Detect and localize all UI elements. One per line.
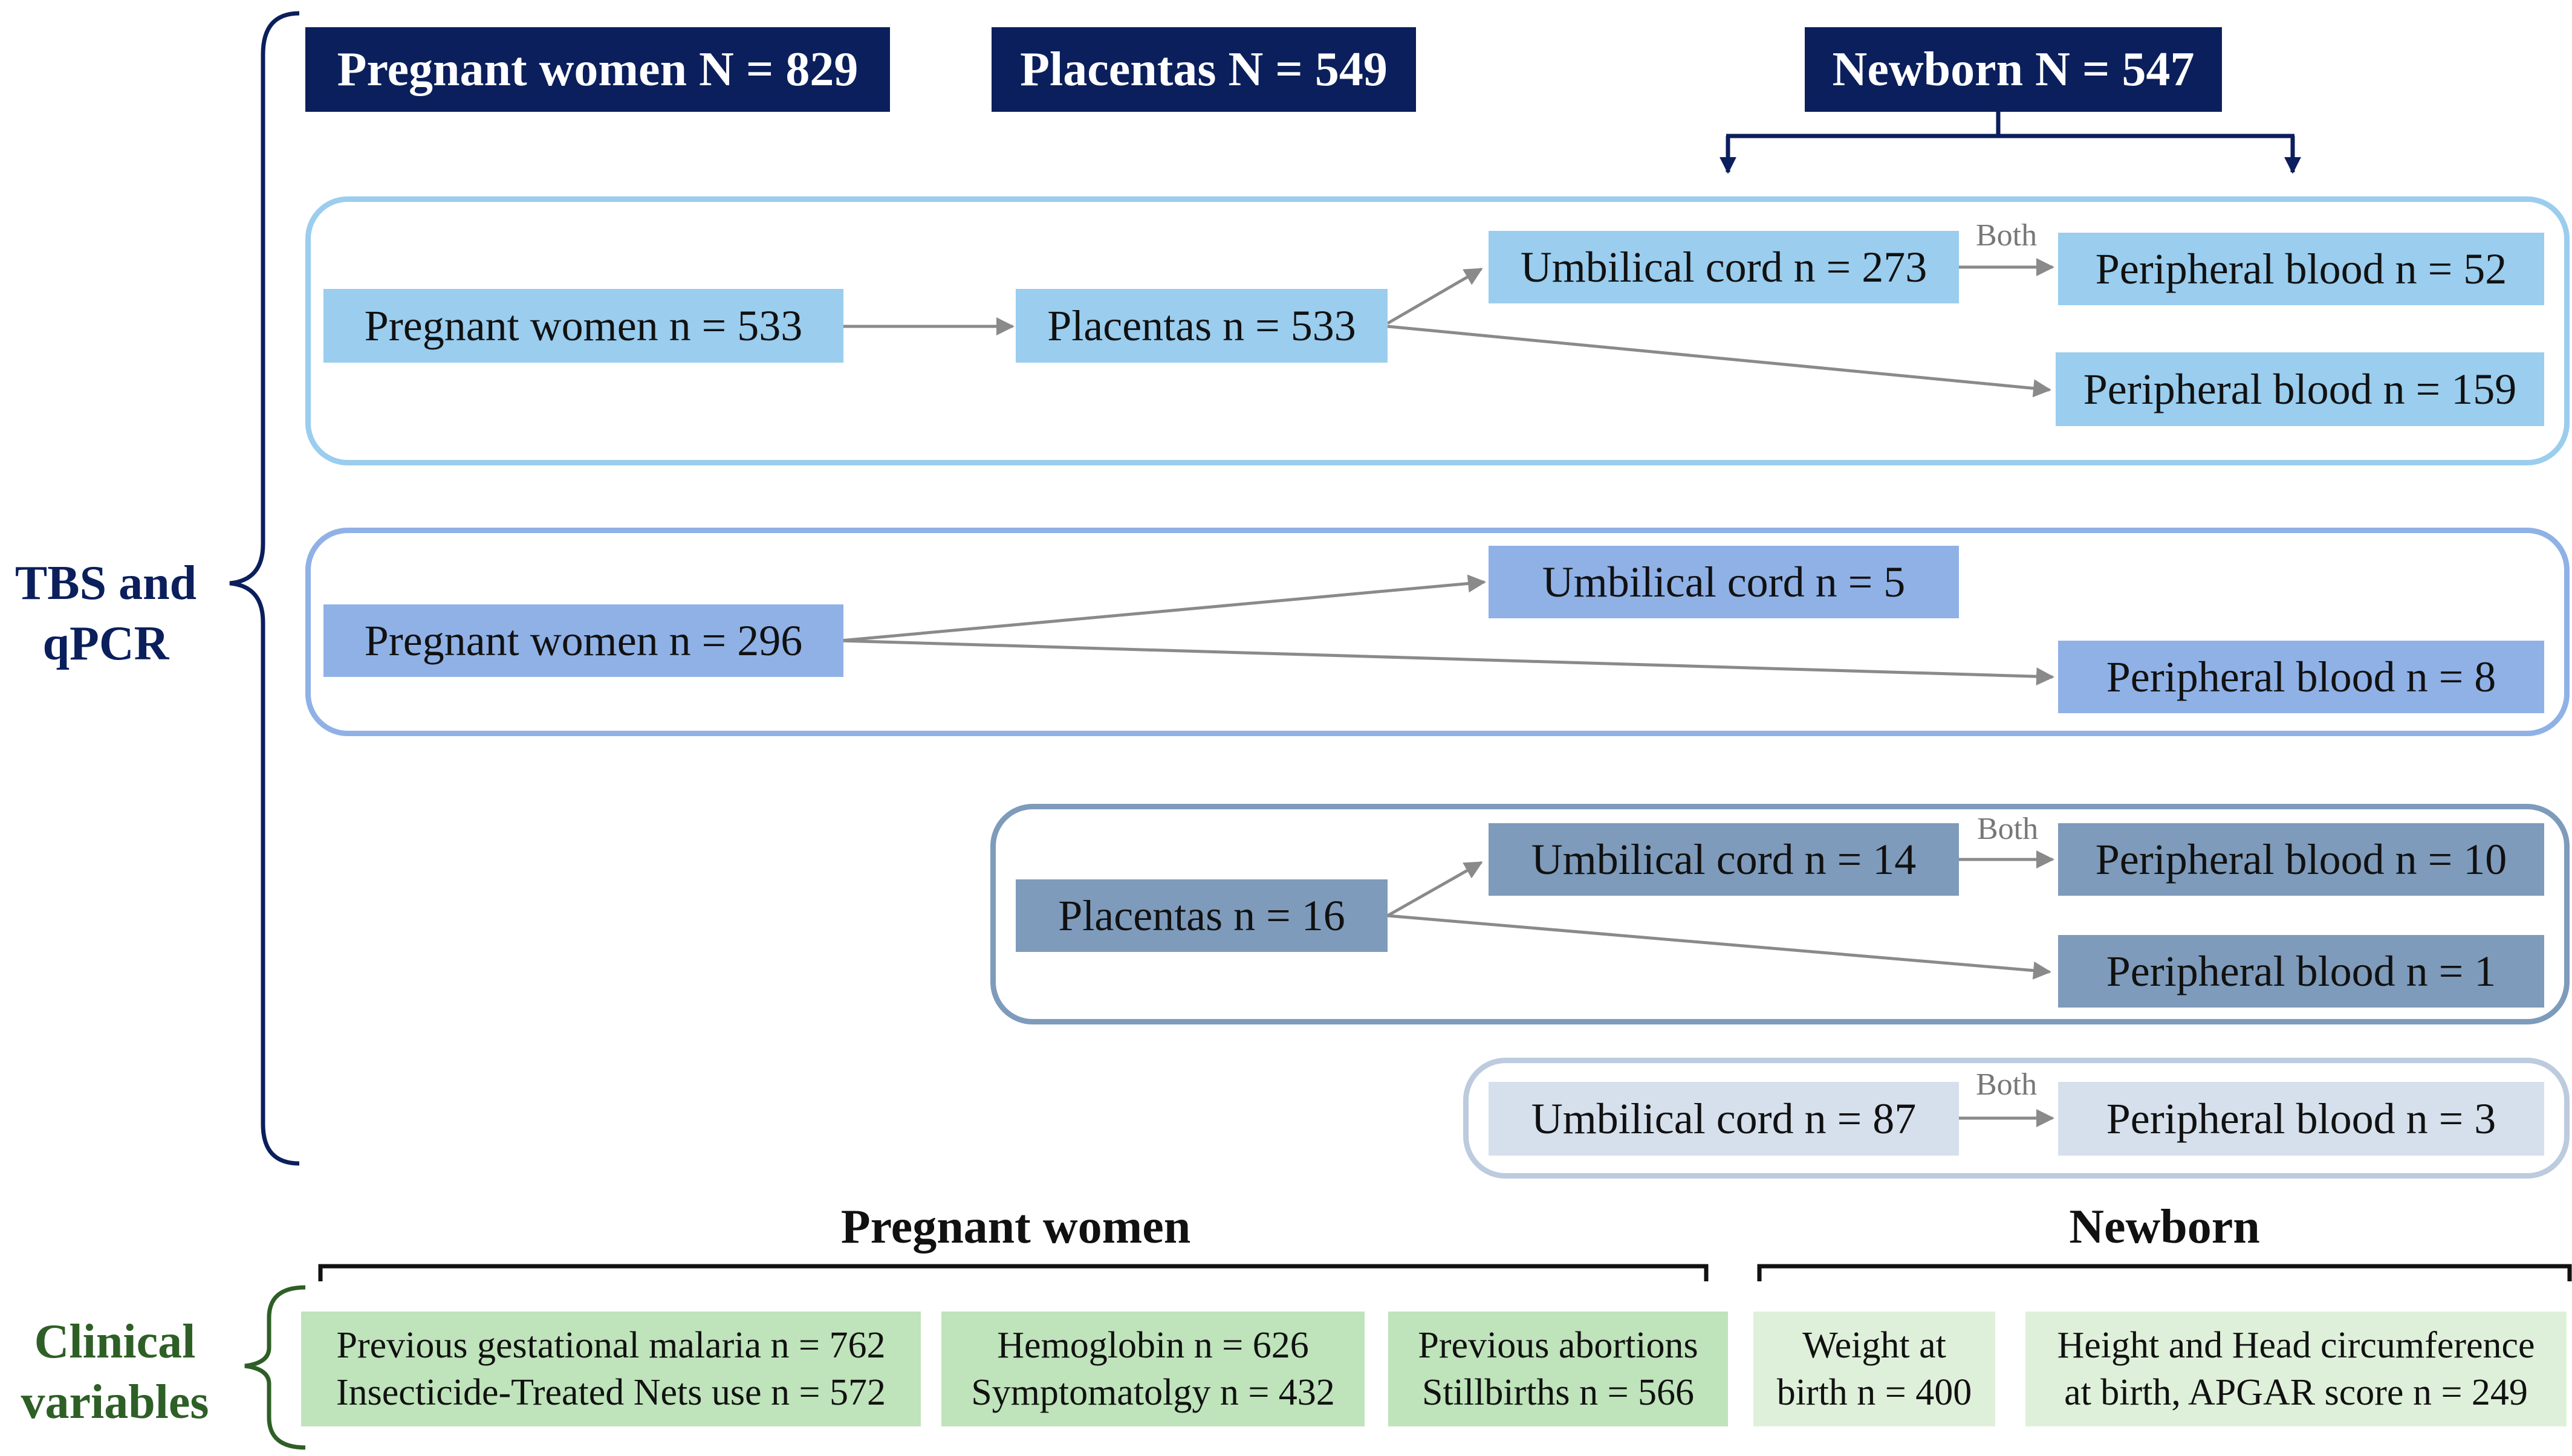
g3-both-label: Both — [1977, 812, 2039, 846]
clinical-box-gestational-malaria: Previous gestational malaria n = 762 Ins… — [301, 1312, 921, 1426]
g2-peripheral-blood-box: Peripheral blood n = 8 — [2058, 641, 2544, 713]
arrow-g3-placentas-peripheral — [1387, 914, 2051, 980]
clinical-box-abortions: Previous abortions Stillbirths n = 566 — [1388, 1312, 1728, 1426]
tbs-qpcr-label: TBS and qPCR — [6, 553, 206, 680]
arrow-g1-placentas-umbilical — [1386, 267, 1483, 325]
clinical-bracket — [244, 1285, 306, 1450]
g1-peripheral-blood-box: Peripheral blood n = 159 — [2056, 352, 2544, 426]
clinical-box2-line1: Hemoglobin n = 626 — [997, 1325, 1309, 1366]
clinical-newborn-title: Newborn — [2069, 1200, 2260, 1254]
header-placentas: Placentas N = 549 — [992, 27, 1416, 112]
clinical-box2-line2: Symptomatolgy n = 432 — [971, 1372, 1335, 1413]
clinical-box4-line1: Weight at — [1802, 1325, 1946, 1366]
tbs-label-line2: qPCR — [42, 617, 169, 670]
clinical-box5-line1: Height and Head circumference — [2057, 1325, 2535, 1366]
group-3-frame — [990, 804, 2570, 1024]
g1-both-label: Both — [1976, 218, 2038, 253]
tbs-bracket — [229, 11, 300, 1166]
g2-pregnant-women-box: Pregnant women n = 296 — [323, 604, 843, 677]
g4-both-label: Both — [1976, 1067, 2038, 1102]
g3-peripheral-blood-both-box: Peripheral blood n = 10 — [2058, 823, 2544, 896]
g1-pregnant-women-box: Pregnant women n = 533 — [323, 289, 843, 363]
clinical-box3-line2: Stillbirths n = 566 — [1421, 1372, 1695, 1413]
g1-umbilical-cord-box: Umbilical cord n = 273 — [1489, 231, 1959, 303]
group-2-frame — [305, 528, 2570, 736]
pregnant-section-bracket — [318, 1264, 1709, 1281]
g3-peripheral-blood-box: Peripheral blood n = 1 — [2058, 935, 2544, 1008]
arrow-g2-pregnant-peripheral — [840, 639, 2054, 686]
group-1-frame — [305, 196, 2570, 465]
clinical-box1-line1: Previous gestational malaria n = 762 — [336, 1325, 886, 1366]
clinical-box-hemoglobin: Hemoglobin n = 626 Symptomatolgy n = 432 — [941, 1312, 1365, 1426]
clinical-box-birth-weight: Weight at birth n = 400 — [1753, 1312, 1995, 1426]
g4-peripheral-blood-both-box: Peripheral blood n = 3 — [2058, 1082, 2544, 1156]
clinical-box5-line2: at birth, APGAR score n = 249 — [2064, 1372, 2528, 1413]
g1-peripheral-blood-both-box: Peripheral blood n = 52 — [2058, 233, 2544, 305]
newborn-splitter — [1720, 111, 2301, 174]
arrow-g2-pregnant-umbilical — [840, 574, 1486, 642]
newborn-section-bracket — [1757, 1264, 2572, 1281]
tbs-label-line1: TBS and — [15, 557, 197, 610]
g3-placentas-box: Placentas n = 16 — [1016, 879, 1388, 952]
g4-umbilical-cord-box: Umbilical cord n = 87 — [1489, 1082, 1959, 1156]
arrow-g1-placentas-peripheral — [1387, 325, 2051, 398]
header-newborn: Newborn N = 547 — [1805, 27, 2222, 112]
clinical-label-line1: Clinical — [34, 1315, 196, 1368]
group-4-frame — [1463, 1058, 2570, 1179]
header-pregnant-women: Pregnant women N = 829 — [305, 27, 890, 112]
arrow-g3-placentas-umbilical — [1386, 861, 1483, 917]
g3-umbilical-cord-box: Umbilical cord n = 14 — [1489, 823, 1959, 896]
clinical-box4-line2: birth n = 400 — [1776, 1372, 1972, 1413]
clinical-label-line2: variables — [21, 1376, 209, 1429]
clinical-pregnant-women-title: Pregnant women — [840, 1200, 1191, 1254]
g1-placentas-box: Placentas n = 533 — [1016, 289, 1388, 363]
clinical-variables-label: Clinical variables — [6, 1312, 224, 1438]
clinical-box1-line2: Insecticide-Treated Nets use n = 572 — [336, 1372, 886, 1413]
clinical-box-height-apgar: Height and Head circumference at birth, … — [2025, 1312, 2567, 1426]
clinical-box3-line1: Previous abortions — [1418, 1325, 1698, 1366]
g2-umbilical-cord-box: Umbilical cord n = 5 — [1489, 546, 1959, 618]
